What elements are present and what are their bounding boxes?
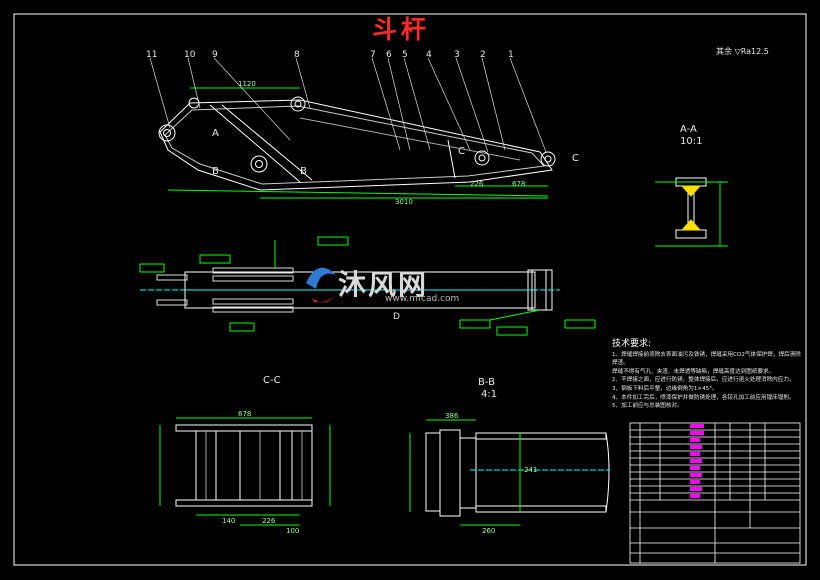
section-cc [159,417,331,526]
view-label-b: B [300,166,307,177]
part-number: 1 [508,50,514,60]
drawing-title: 斗杆 [372,15,431,44]
section-aa [655,177,728,247]
note-line: 3、钢板下料后平整，边缘倒角为1×45°。 [612,385,718,392]
note-line: 1、焊缝焊接前须除去表面油污及铁锈，焊缝采用CO2气体保护焊，焊后清除焊渣。 [612,351,801,367]
note-line: 4、本件加工完后，喷漆保护并做防锈处理，各铰孔加工前应用镗床镗削。 [612,394,795,401]
note-line: 5、加工前应与总装图核对。 [612,403,683,410]
watermark-logo [306,267,338,303]
dimension: 3010 [395,198,413,206]
section-scale-aa: 10:1 [680,136,703,147]
title-block [629,422,801,564]
watermark-url: www.mfcad.com [385,294,460,304]
dimension: 241 [524,466,538,474]
notes-heading: 技术要求: [612,339,652,349]
part-number: 10 [184,50,196,60]
main-view [149,57,556,199]
dimension: 226 [470,180,484,188]
watermark-brand: 沐风网 [338,268,429,301]
dimension: 226 [262,517,276,525]
part-number: 11 [146,50,158,60]
view-label-d: D [393,312,400,322]
part-number: 4 [426,50,432,60]
dimension: 140 [222,517,236,525]
part-number: 5 [402,50,408,60]
dimension: 678 [512,180,526,188]
section-title-cc: C-C [263,375,281,386]
part-number: 9 [212,50,218,60]
note-line: 焊缝不得有气孔、夹渣、未焊透等缺陷，焊缝高度达到图纸要求。 [612,368,775,375]
part-number: 6 [386,50,392,60]
technical-notes: 技术要求: 1、焊缝焊接前须除去表面油污及铁锈，焊缝采用CO2气体保护焊，焊后清… [612,340,802,411]
view-label-a: A [212,128,219,139]
dimension: 386 [445,412,459,420]
dimension: 100 [286,527,300,535]
sheet-border [13,13,807,566]
plan-view [139,236,596,336]
section-scale-bb: 4:1 [481,389,498,400]
view-label-c: C [458,146,465,157]
section-bb [409,419,610,526]
section-title-bb: B-B [478,377,495,388]
view-label-c: C [572,153,579,164]
roughness-note: 其余 ▽Ra12.5 [716,47,769,56]
note-line: 2、不焊接之面，应进行防锈，整体焊接后，应进行退火处理消除内应力。 [612,377,795,384]
part-number: 3 [454,50,460,60]
view-label-b: B [212,166,219,177]
dimension: 1120 [238,80,256,88]
part-number: 2 [480,50,486,60]
dimension: 678 [238,410,252,418]
part-number: 7 [370,50,376,60]
section-title-aa: A-A [680,124,697,135]
dimension: 260 [482,527,496,535]
part-number: 8 [294,50,300,60]
